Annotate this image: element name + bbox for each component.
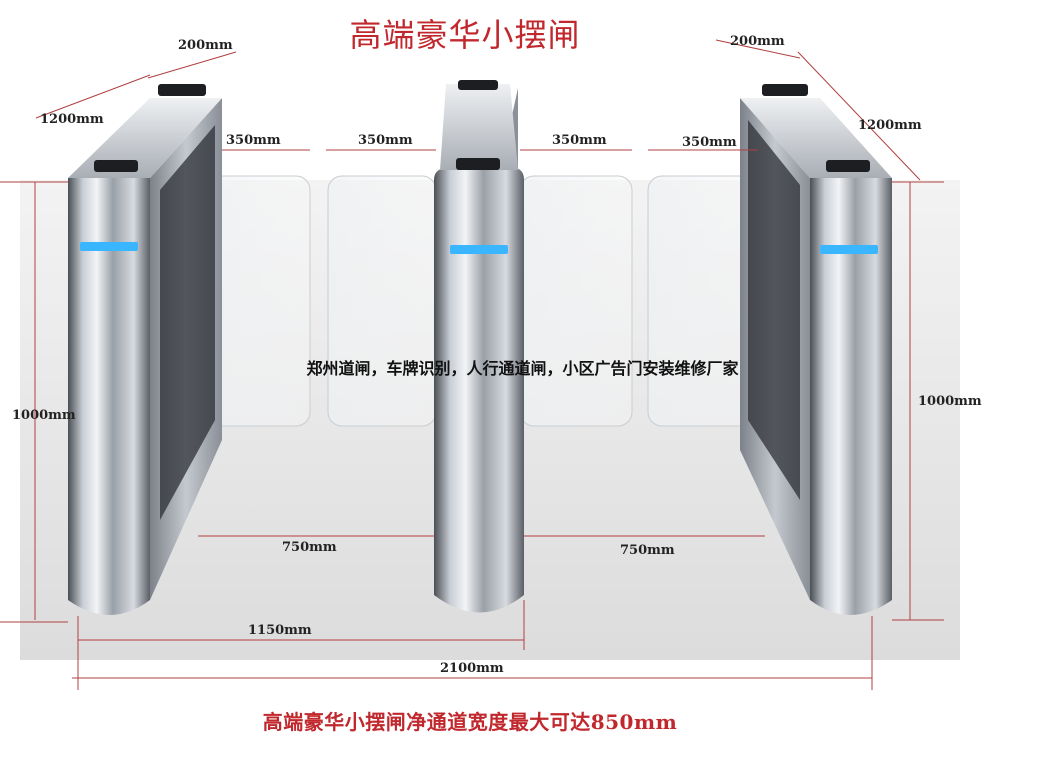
dim-top-width-right: 200mm: [730, 34, 785, 49]
dim-top-width-left: 200mm: [178, 38, 233, 53]
dim-span-2100: 2100mm: [440, 661, 504, 676]
dim-lane-left: 750mm: [282, 540, 337, 555]
watermark-text: 郑州道闸，车牌识别，人行通道闸，小区广告门安装维修厂家: [306, 359, 739, 378]
dim-length-right: 1200mm: [858, 118, 922, 133]
dim-height-left: 1000mm: [12, 408, 76, 423]
page-title: 高端豪华小摆闸: [349, 16, 581, 54]
dimension-lines: [0, 39, 944, 690]
page-subtitle: 高端豪华小摆闸净通道宽度最大可达850mm: [262, 710, 678, 734]
dim-height-right: 1000mm: [918, 394, 982, 409]
dim-wing-1: 350mm: [226, 133, 281, 148]
dim-span-1150: 1150mm: [248, 623, 312, 638]
dim-length-left: 1200mm: [40, 112, 104, 127]
right-cabinet: [740, 84, 892, 615]
dim-wing-4: 350mm: [682, 135, 737, 150]
dim-lane-right: 750mm: [620, 543, 675, 558]
middle-cabinet: [434, 80, 524, 613]
left-cabinet: [68, 84, 222, 615]
glass-wings: [199, 175, 759, 427]
dim-wing-2: 350mm: [358, 133, 413, 148]
dim-wing-3: 350mm: [552, 133, 607, 148]
